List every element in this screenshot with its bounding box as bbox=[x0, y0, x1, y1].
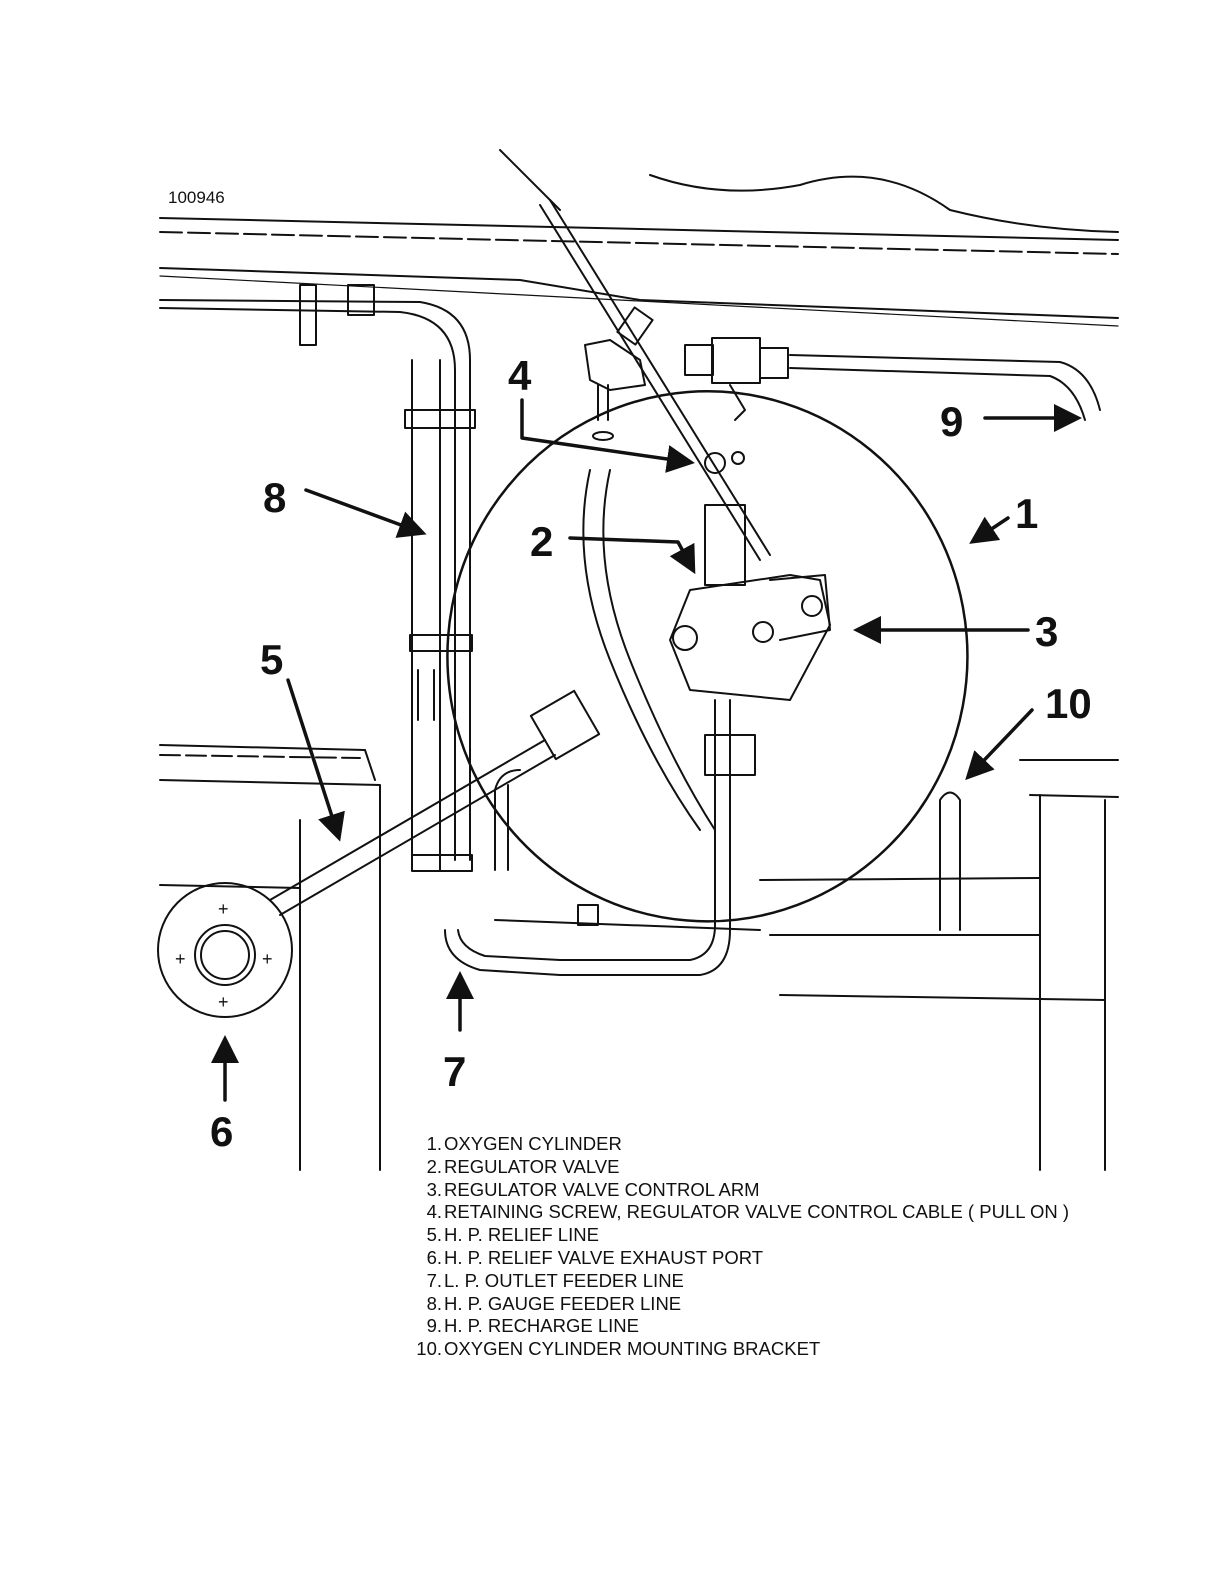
legend-item: 1.OXYGEN CYLINDER bbox=[426, 1133, 622, 1154]
arrow-2 bbox=[568, 536, 696, 575]
hp-relief-line bbox=[269, 689, 601, 916]
callout-4: 4 bbox=[508, 352, 532, 399]
legend-item: 9.H. P. RECHARGE LINE bbox=[426, 1315, 639, 1337]
legend-item: 3.REGULATOR VALVE CONTROL ARM bbox=[426, 1178, 760, 1200]
arrow-10 bbox=[965, 708, 1034, 781]
mounting-bracket bbox=[494, 769, 961, 931]
hp-relief-valve-exhaust-port: + + + + bbox=[157, 882, 293, 1018]
legend-item: 5.H. P. RELIEF LINE bbox=[426, 1224, 599, 1246]
frame-lines bbox=[159, 149, 1119, 1171]
callout-arrows bbox=[211, 398, 1082, 1102]
arrow-5 bbox=[286, 678, 345, 842]
callout-6: 6 bbox=[210, 1108, 233, 1155]
arrow-4 bbox=[520, 398, 695, 473]
legend-item: 8.H. P. GAUGE FEEDER LINE bbox=[426, 1292, 682, 1314]
callout-7: 7 bbox=[443, 1048, 466, 1095]
hp-recharge-line bbox=[584, 337, 1101, 441]
legend-item: 7.L. P. OUTLET FEEDER LINE bbox=[426, 1269, 684, 1291]
callout-8: 8 bbox=[263, 474, 286, 521]
callout-1: 1 bbox=[1015, 490, 1038, 537]
oxygen-cylinder bbox=[446, 390, 969, 923]
callout-numbers: 1 2 3 4 5 6 7 8 9 10 bbox=[210, 352, 1092, 1155]
arrow-1 bbox=[969, 516, 1010, 544]
svg-text:+: + bbox=[175, 949, 186, 969]
callout-9: 9 bbox=[940, 398, 963, 445]
figure-id: 100946 bbox=[168, 188, 225, 207]
callout-5: 5 bbox=[260, 636, 283, 683]
regulator-valve-control-arm bbox=[769, 574, 831, 641]
arrow-8 bbox=[304, 488, 427, 538]
lp-outlet-feeder-line bbox=[444, 469, 756, 976]
hp-gauge-feeder-line bbox=[159, 284, 476, 872]
legend-item: 4.RETAINING SCREW, REGULATOR VALVE CONTR… bbox=[426, 1201, 1070, 1223]
legend-item: 2.REGULATOR VALVE bbox=[426, 1155, 620, 1177]
parts-legend: 1.OXYGEN CYLINDER 2.REGULATOR VALVE 3.RE… bbox=[404, 1133, 1069, 1361]
legend-item: 10.OXYGEN CYLINDER MOUNTING BRACKET bbox=[416, 1338, 821, 1360]
control-cable bbox=[539, 199, 771, 561]
legend-item: 6.H. P. RELIEF VALVE EXHAUST PORT bbox=[426, 1246, 764, 1268]
callout-2: 2 bbox=[530, 518, 553, 565]
regulator-valve bbox=[669, 504, 831, 701]
callout-3: 3 bbox=[1035, 608, 1058, 655]
svg-text:+: + bbox=[262, 949, 273, 969]
svg-text:+: + bbox=[218, 899, 229, 919]
svg-text:+: + bbox=[218, 992, 229, 1012]
callout-10: 10 bbox=[1045, 680, 1092, 727]
